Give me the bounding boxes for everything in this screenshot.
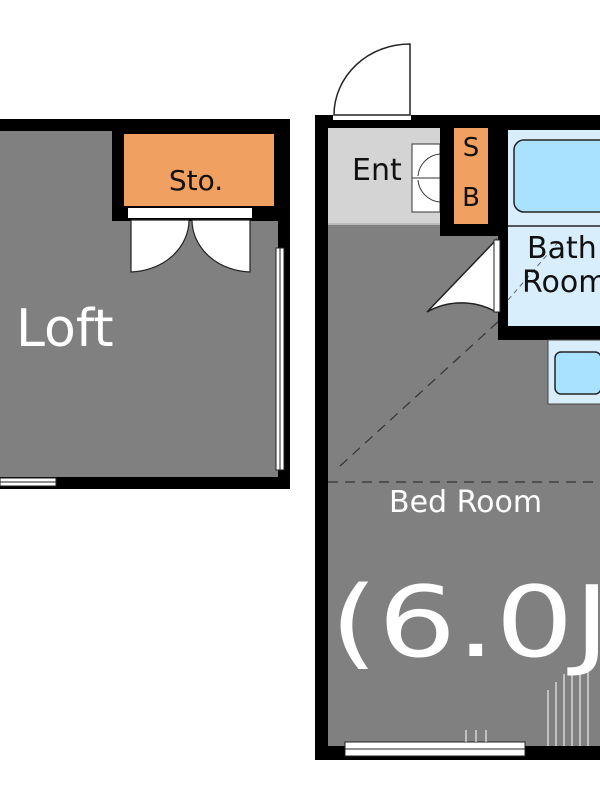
washbasin bbox=[554, 351, 600, 395]
bath-label-line2: Room bbox=[522, 265, 600, 300]
entrance-label: Ent bbox=[352, 153, 402, 188]
storage-label: Sto. bbox=[169, 164, 223, 197]
loft-label: Loft bbox=[16, 299, 114, 359]
bath-door bbox=[426, 238, 497, 314]
loft-area: Sto. Loft bbox=[0, 119, 290, 489]
storage-door-right bbox=[191, 219, 251, 273]
storage-door-left bbox=[130, 219, 190, 273]
shoebox-label-b: B bbox=[462, 183, 480, 213]
bedroom-label: Bed Room bbox=[389, 485, 542, 520]
loft-ladder-line bbox=[339, 319, 501, 467]
bath-label-line1: Bath bbox=[527, 231, 597, 266]
heater-lines bbox=[547, 672, 589, 746]
storage-room bbox=[124, 134, 274, 206]
storage-door-opening bbox=[128, 208, 252, 218]
entrance-door bbox=[333, 43, 411, 116]
main-unit: Ent S B Bath Room bbox=[315, 43, 600, 760]
bathtub bbox=[513, 139, 600, 213]
shoebox-label-s: S bbox=[463, 133, 480, 163]
bedroom-size-label: (6.0J bbox=[330, 566, 600, 680]
shoebox bbox=[454, 128, 488, 224]
